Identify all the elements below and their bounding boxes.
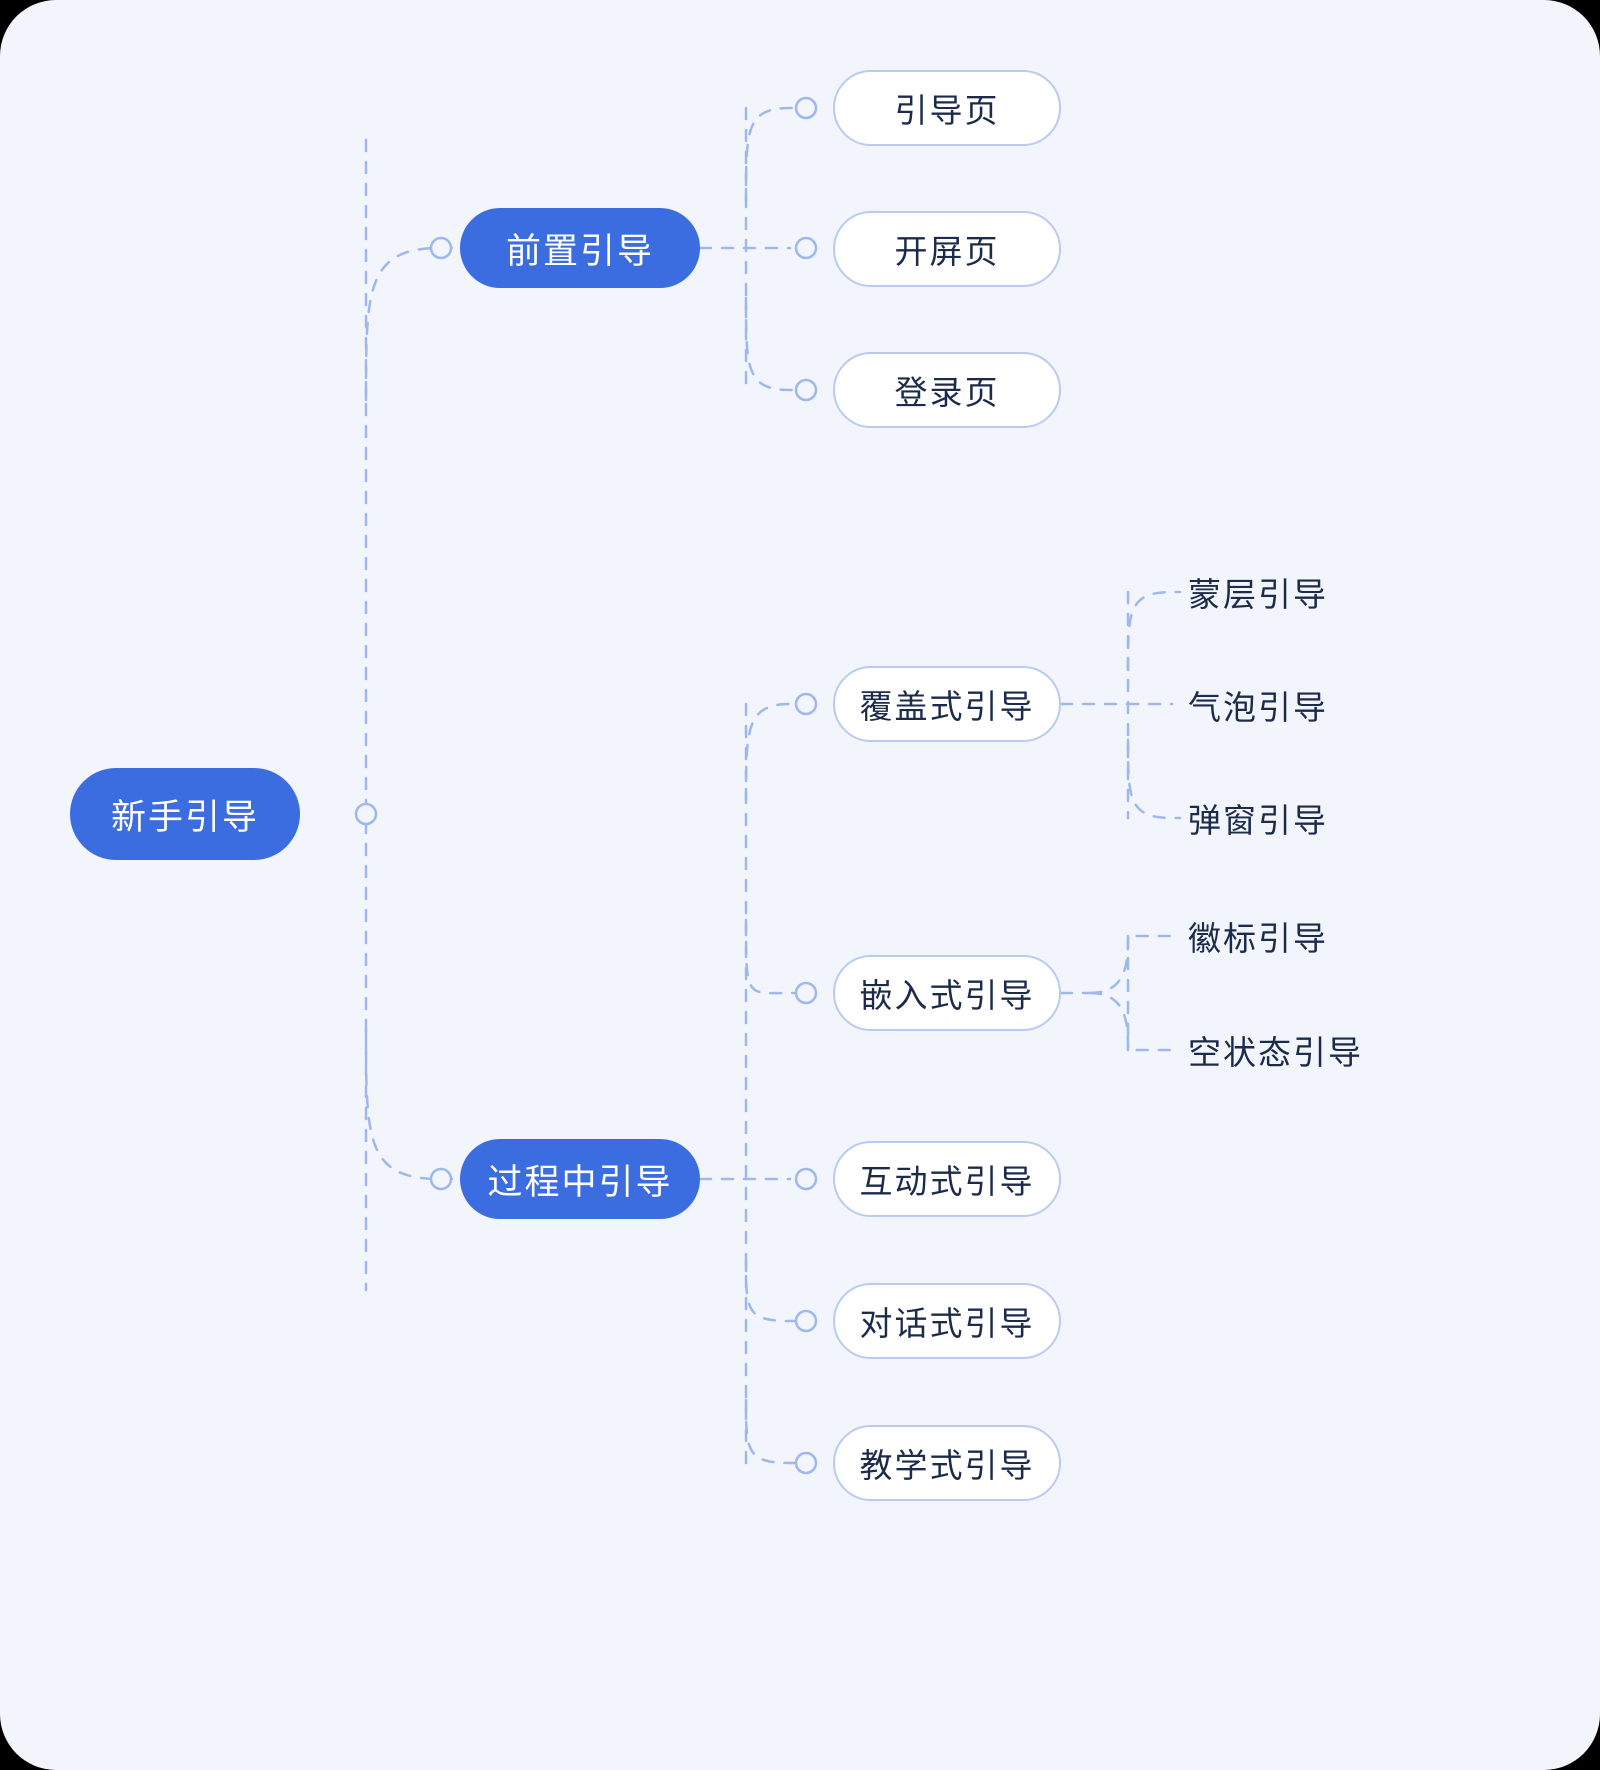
- branch-node-pre-guidance[interactable]: 前置引导: [460, 208, 700, 288]
- text-node-label: 弹窗引导: [1188, 802, 1328, 839]
- edge-sub2-to-l7: [744, 1258, 800, 1323]
- dot-leaf6: [794, 1167, 818, 1191]
- text-node-empty-state-guidance[interactable]: 空状态引导: [1188, 1028, 1363, 1072]
- dot-branch1: [429, 236, 453, 260]
- dot-leaf8: [794, 1451, 818, 1475]
- leaf-node-login-page[interactable]: 登录页: [833, 352, 1061, 428]
- text-node-label: 蒙层引导: [1188, 576, 1328, 613]
- edge-spine-to-branch1: [364, 246, 454, 402]
- edge-sub2-to-l5: [744, 918, 800, 995]
- edge-sub1-to-l1: [744, 106, 800, 202]
- leaf-node-overlay-guidance[interactable]: 覆盖式引导: [833, 666, 1061, 742]
- dot-branch2: [429, 1167, 453, 1191]
- edge-sub4-to-t5: [1088, 991, 1182, 1052]
- dot-leaf5: [794, 981, 818, 1005]
- dot-leaf2: [794, 236, 818, 260]
- leaf-node-label: 覆盖式引导: [859, 688, 1035, 725]
- dot-root: [354, 802, 378, 826]
- text-node-label: 徽标引导: [1188, 920, 1328, 957]
- dot-leaf3: [794, 378, 818, 402]
- leaf-node-interactive-guidance[interactable]: 互动式引导: [833, 1141, 1061, 1217]
- branch-node-label: 前置引导: [505, 231, 654, 271]
- edge-sub3-to-t3: [1126, 738, 1182, 820]
- leaf-node-label: 引导页: [894, 92, 1000, 129]
- leaf-node-tutorial-guidance[interactable]: 教学式引导: [833, 1425, 1061, 1501]
- edge-sub2-to-l8: [744, 1398, 800, 1465]
- dot-leaf1: [794, 96, 818, 120]
- branch-node-inprocess-guidance[interactable]: 过程中引导: [460, 1139, 700, 1219]
- text-node-badge-guidance[interactable]: 徽标引导: [1188, 914, 1328, 958]
- leaf-node-label: 登录页: [894, 374, 1000, 411]
- edge-sub3-to-t1: [1126, 590, 1182, 672]
- leaf-node-label: 互动式引导: [859, 1163, 1035, 1200]
- text-node-mask-guidance[interactable]: 蒙层引导: [1188, 570, 1328, 614]
- text-node-popup-guidance[interactable]: 弹窗引导: [1188, 796, 1328, 840]
- dot-leaf7: [794, 1309, 818, 1333]
- edge-sub2-to-l4: [744, 702, 800, 802]
- branch-node-label: 过程中引导: [487, 1162, 673, 1202]
- leaf-node-label: 教学式引导: [859, 1447, 1035, 1484]
- leaf-node-embedded-guidance[interactable]: 嵌入式引导: [833, 955, 1061, 1031]
- text-node-bubble-guidance[interactable]: 气泡引导: [1188, 683, 1328, 727]
- leaf-node-conversational-guidance[interactable]: 对话式引导: [833, 1283, 1061, 1359]
- leaf-node-label: 对话式引导: [859, 1305, 1035, 1342]
- edge-sub1-to-l3: [744, 296, 800, 392]
- root-node-label: 新手引导: [110, 797, 259, 837]
- edge-sub4-to-t4: [1088, 934, 1182, 995]
- root-node-beginner-guide[interactable]: 新手引导: [70, 768, 300, 860]
- leaf-node-label: 嵌入式引导: [859, 977, 1035, 1014]
- dot-leaf4: [794, 692, 818, 716]
- leaf-node-splash-page[interactable]: 开屏页: [833, 211, 1061, 287]
- leaf-node-label: 开屏页: [894, 233, 1000, 270]
- text-node-label: 气泡引导: [1188, 689, 1328, 726]
- leaf-node-guide-page[interactable]: 引导页: [833, 70, 1061, 146]
- text-node-label: 空状态引导: [1188, 1034, 1363, 1071]
- edge-spine-to-branch2: [364, 1028, 454, 1181]
